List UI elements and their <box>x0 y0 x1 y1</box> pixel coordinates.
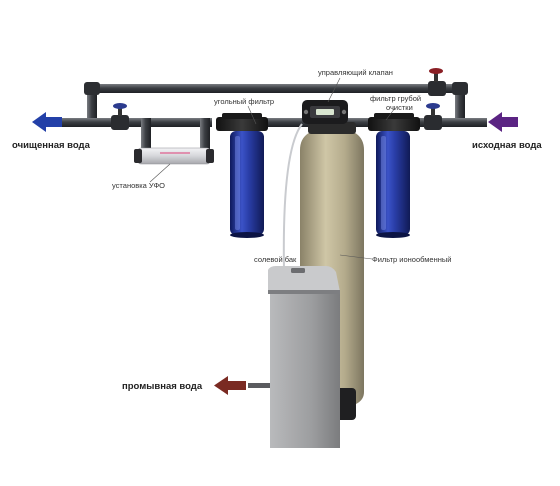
coarse-filter-leader <box>385 107 396 121</box>
salt-tank-label: солевой бак <box>254 255 297 264</box>
ion-filter-leader <box>339 254 373 260</box>
arrow-left-icon <box>488 112 518 132</box>
coarse-filter <box>368 113 420 238</box>
uv-unit <box>134 147 214 165</box>
carbon-filter-leader <box>247 105 257 125</box>
wash-water-label: промывная вода <box>122 381 203 392</box>
inlet-valve <box>424 103 442 130</box>
brine-line <box>282 123 303 271</box>
arrow-left-icon <box>32 112 62 132</box>
control-valve-head <box>302 100 348 124</box>
bypass-pipe <box>84 82 468 126</box>
salt-tank <box>268 266 340 448</box>
bypass-valve <box>428 68 446 96</box>
control-valve-label: управляющий клапан <box>318 68 393 77</box>
carbon-filter-label: угольный фильтр <box>214 97 274 106</box>
coarse-filter-label-line2: очистки <box>386 103 413 112</box>
source-water-label: исходная вода <box>472 140 542 151</box>
drain-pipe <box>248 383 270 388</box>
main-pipe <box>62 118 487 153</box>
uv-unit-label: установка УФО <box>112 181 165 190</box>
control-valve-leader <box>327 77 341 103</box>
carbon-filter <box>216 113 268 238</box>
purified-water-label: очищенная вода <box>12 140 91 151</box>
uv-leader <box>149 163 171 183</box>
ion-exchange-filter-label: Фильтр ионообменный <box>372 255 451 264</box>
arrow-left-icon <box>214 376 246 395</box>
coarse-filter-label-line1: фильтр грубой <box>370 94 421 103</box>
outlet-valve <box>111 103 129 130</box>
